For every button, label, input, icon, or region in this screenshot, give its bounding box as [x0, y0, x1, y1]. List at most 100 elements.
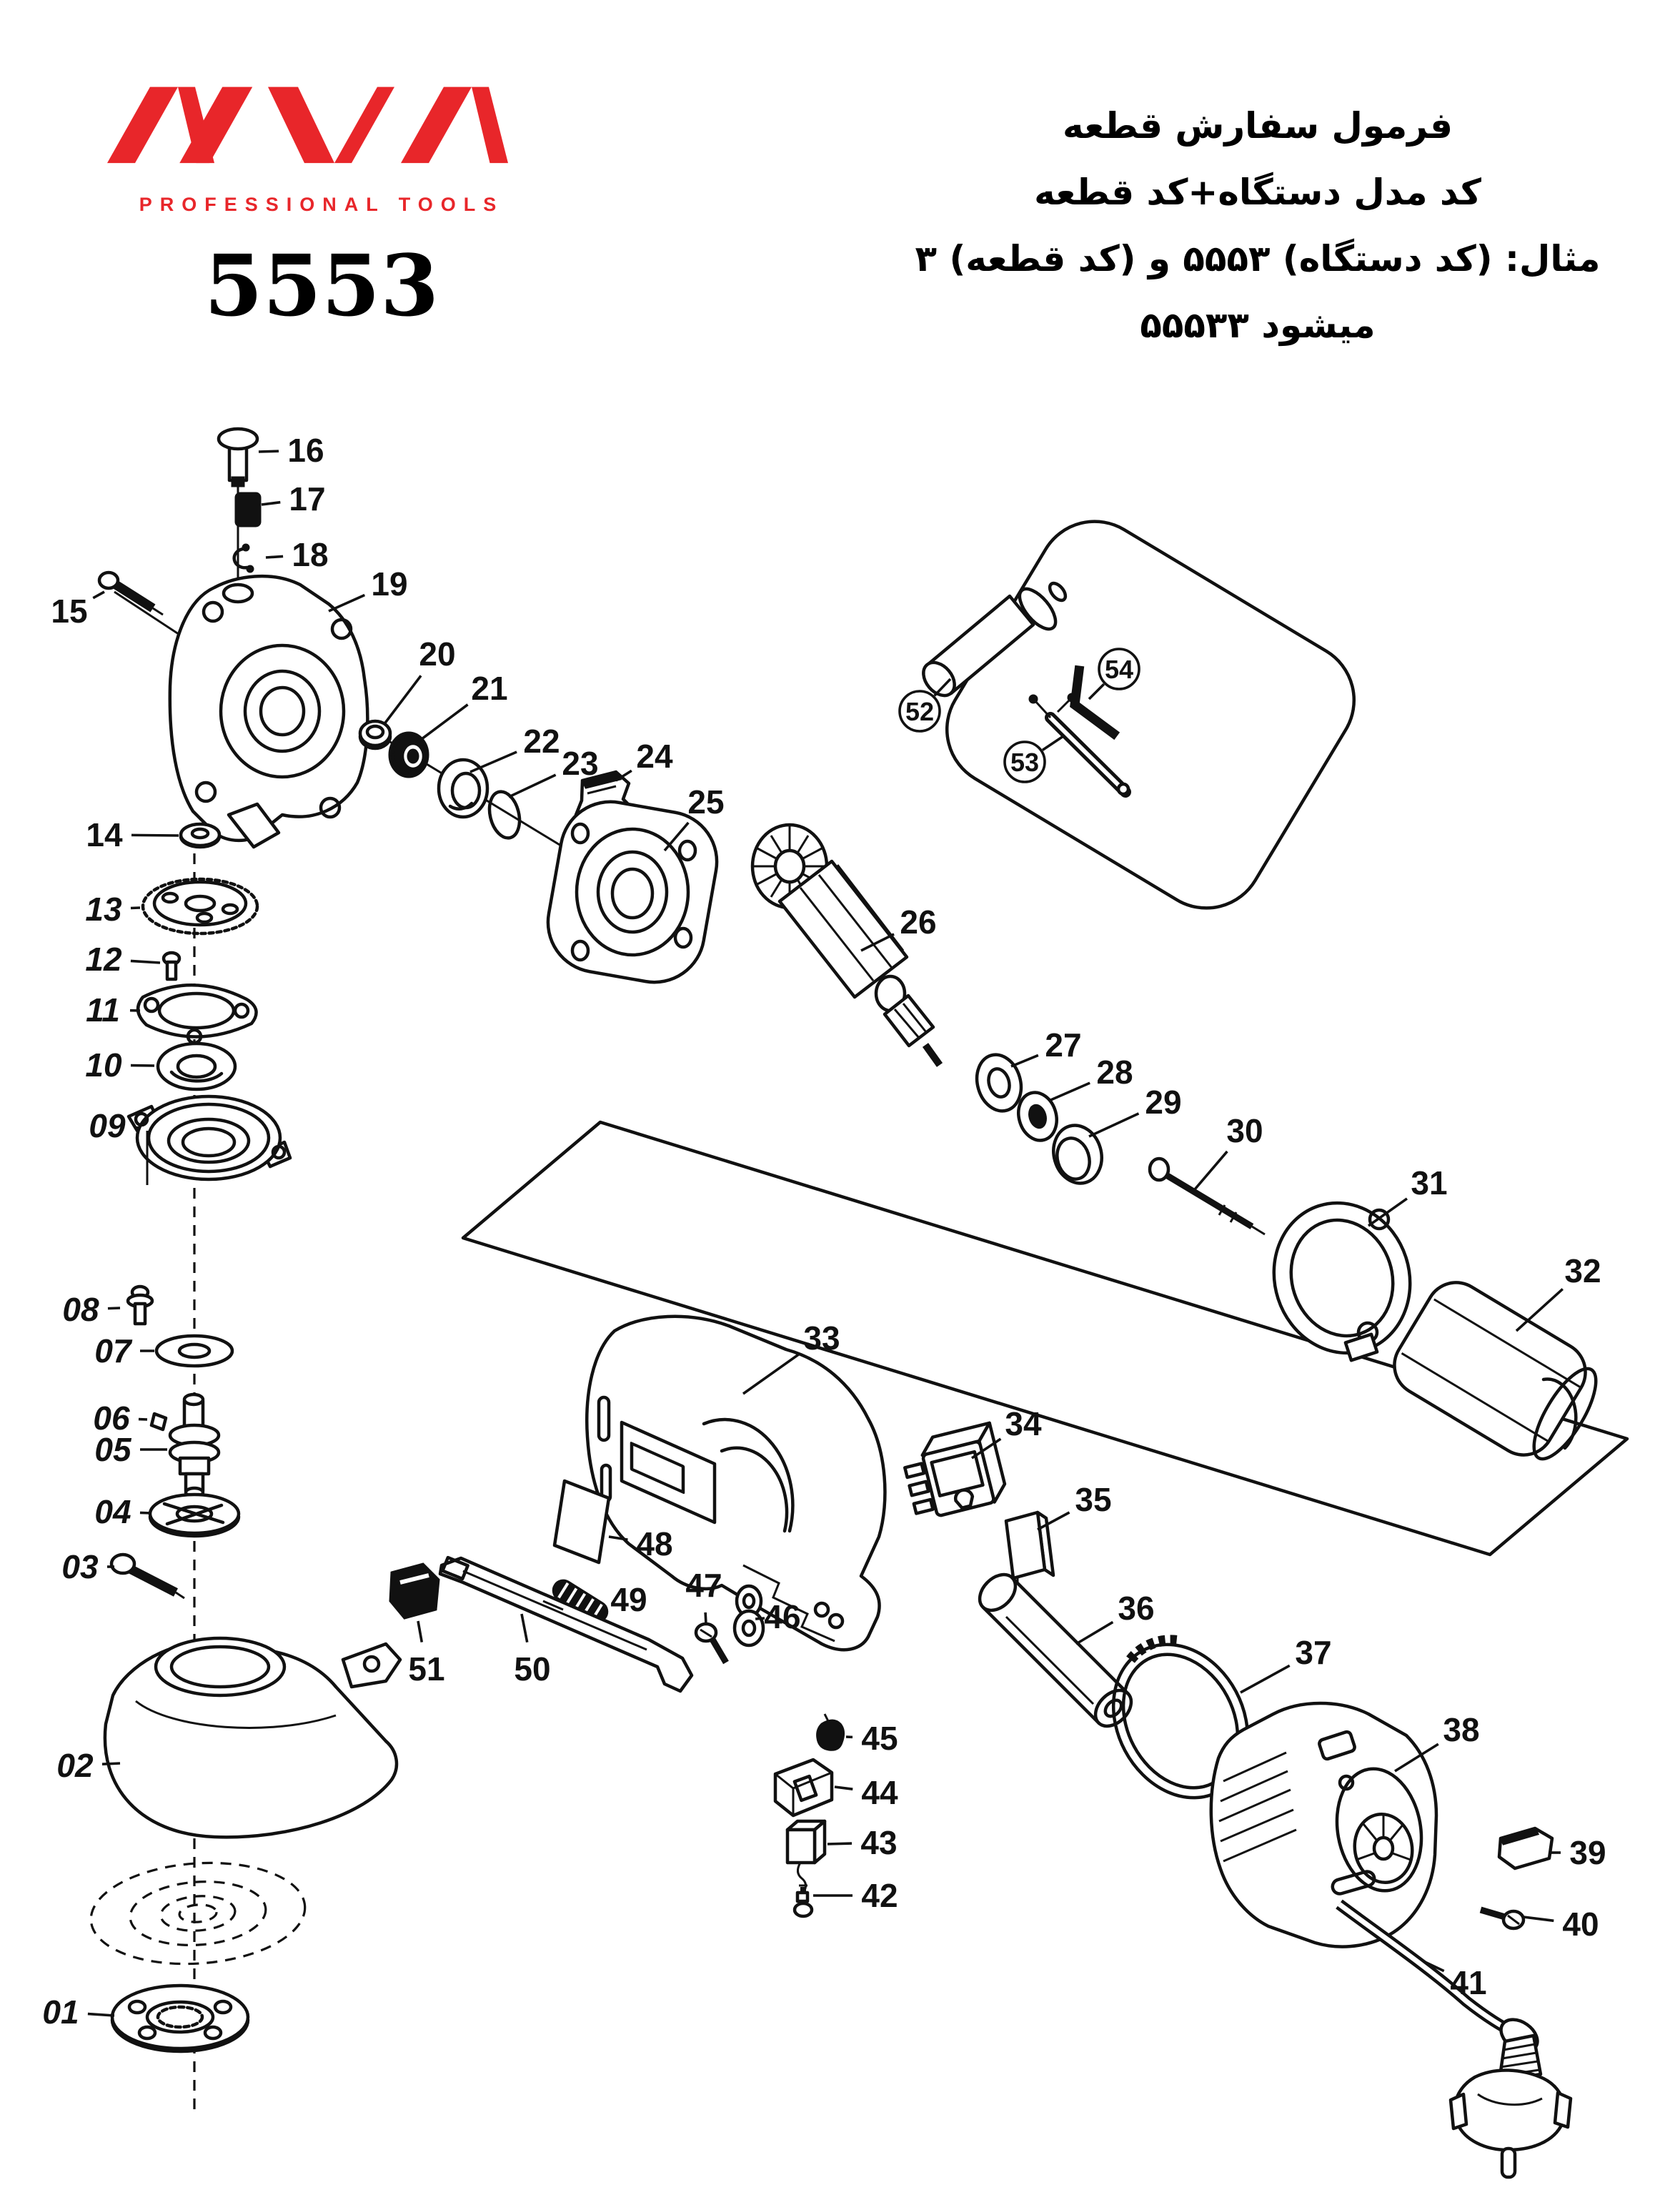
note-line-3: مثال: (کد دستگاه) ۵۵۵۳ و (کد قطعه) ۳ [915, 238, 1601, 279]
part-label-42: 42 [813, 1877, 898, 1914]
svg-text:46: 46 [764, 1598, 800, 1635]
svg-text:33: 33 [803, 1319, 840, 1357]
svg-text:21: 21 [471, 670, 507, 707]
note-line-1: فرمول سفارش قطعه [1062, 105, 1453, 147]
svg-text:07: 07 [94, 1332, 133, 1369]
svg-text:27: 27 [1045, 1026, 1081, 1064]
part-18-circlip [232, 543, 254, 573]
note-line-2: کد مدل دستگاه+کد قطعه [1034, 172, 1481, 213]
part-label-31: 31 [1367, 1164, 1448, 1227]
svg-text:49: 49 [610, 1581, 647, 1618]
part-08-screw [126, 1284, 154, 1326]
svg-text:44: 44 [861, 1774, 898, 1811]
part-13-ring-gear [141, 877, 259, 936]
part-46-lever-bracket [732, 1584, 765, 1648]
svg-text:35: 35 [1075, 1481, 1111, 1518]
svg-text:10: 10 [85, 1046, 122, 1084]
part-label-13: 13 [85, 891, 141, 928]
svg-text:47: 47 [685, 1567, 722, 1604]
svg-text:11: 11 [86, 991, 120, 1029]
part-label-53: 53 [1003, 735, 1064, 783]
svg-text:36: 36 [1118, 1590, 1154, 1627]
svg-text:54: 54 [1105, 655, 1133, 684]
part-label-12: 12 [85, 941, 161, 978]
part-label-09: 09 [89, 1107, 141, 1144]
part-label-36: 36 [1075, 1590, 1155, 1645]
part-53-pin-wrench [1028, 693, 1131, 798]
part-01-clamp-nut [110, 1983, 250, 2053]
svg-text:03: 03 [61, 1548, 99, 1585]
svg-text:50: 50 [514, 1650, 550, 1688]
part-label-32: 32 [1515, 1252, 1601, 1332]
svg-text:20: 20 [419, 635, 455, 673]
order-formula-note: فرمول سفارش قطعه کد مدل دستگاه+کد قطعه م… [843, 93, 1672, 359]
svg-text:53: 53 [1010, 748, 1039, 777]
svg-text:28: 28 [1096, 1054, 1133, 1091]
part-label-47: 47 [685, 1567, 722, 1625]
part-label-15: 15 [51, 590, 105, 630]
svg-text:39: 39 [1569, 1834, 1606, 1871]
part-48-name-plate [552, 1479, 611, 1565]
part-label-05: 05 [94, 1431, 167, 1468]
part-07-felt-washer [154, 1334, 234, 1368]
svg-text:02: 02 [56, 1747, 94, 1784]
part-15-bolt [97, 570, 164, 616]
part-27-washer [975, 1053, 1023, 1113]
svg-text:40: 40 [1562, 1906, 1599, 1943]
part-label-20: 20 [382, 635, 456, 726]
svg-text:18: 18 [292, 536, 328, 573]
part-26-armature [750, 823, 943, 1067]
part-19-gear-housing [168, 574, 369, 849]
part-label-34: 34 [971, 1405, 1042, 1460]
part-54-hex-key [1070, 665, 1120, 740]
part-label-41: 41 [1423, 1960, 1487, 2001]
part-label-24: 24 [615, 738, 673, 782]
part-22-bearing [437, 758, 489, 819]
part-38-rear-housing [1209, 1701, 1438, 1948]
part-41-power-cord [1336, 1899, 1573, 2179]
part-28-bearing [1017, 1091, 1058, 1142]
part-20-nut [358, 719, 392, 750]
arva-logo [107, 86, 508, 164]
part-39-cord-clamp [1497, 1826, 1554, 1871]
part-10-ball-bearing [156, 1041, 237, 1091]
part-label-50: 50 [514, 1613, 551, 1688]
part-label-01: 01 [42, 1993, 115, 2031]
svg-text:23: 23 [562, 745, 598, 782]
part-16-screw [217, 427, 259, 487]
svg-text:12: 12 [85, 941, 122, 978]
svg-text:13: 13 [85, 891, 122, 928]
svg-text:48: 48 [636, 1525, 672, 1562]
part-40-screw [1479, 1906, 1526, 1931]
brand-block: PROFESSIONAL TOOLS [86, 68, 557, 216]
svg-text:30: 30 [1226, 1112, 1263, 1149]
svg-text:05: 05 [94, 1431, 132, 1468]
part-label-44: 44 [834, 1774, 898, 1811]
svg-text:32: 32 [1564, 1252, 1601, 1289]
svg-text:14: 14 [86, 816, 123, 853]
part-30-long-screw [1148, 1156, 1266, 1236]
part-label-43: 43 [827, 1824, 898, 1861]
part-label-07: 07 [94, 1332, 154, 1369]
part-label-16: 16 [258, 432, 324, 469]
part-label-06: 06 [93, 1399, 148, 1437]
svg-text:25: 25 [687, 783, 724, 821]
svg-text:15: 15 [51, 593, 87, 630]
part-label-38: 38 [1394, 1711, 1480, 1773]
svg-text:51: 51 [408, 1650, 444, 1688]
svg-text:26: 26 [900, 903, 936, 941]
grinding-disc [89, 1861, 307, 1966]
part-label-52: 52 [898, 678, 952, 733]
part-47-screw [694, 1622, 729, 1665]
part-11-bearing-plate [136, 983, 258, 1045]
part-50-lock-lever [438, 1555, 694, 1693]
svg-text:06: 06 [93, 1399, 130, 1437]
part-label-26: 26 [860, 903, 937, 952]
part-label-39: 39 [1549, 1834, 1606, 1871]
part-17-spring-cylinder [234, 492, 262, 527]
part-label-03: 03 [61, 1548, 114, 1585]
part-label-28: 28 [1048, 1054, 1133, 1102]
part-label-21: 21 [414, 670, 508, 745]
part-49-spring [552, 1579, 609, 1623]
